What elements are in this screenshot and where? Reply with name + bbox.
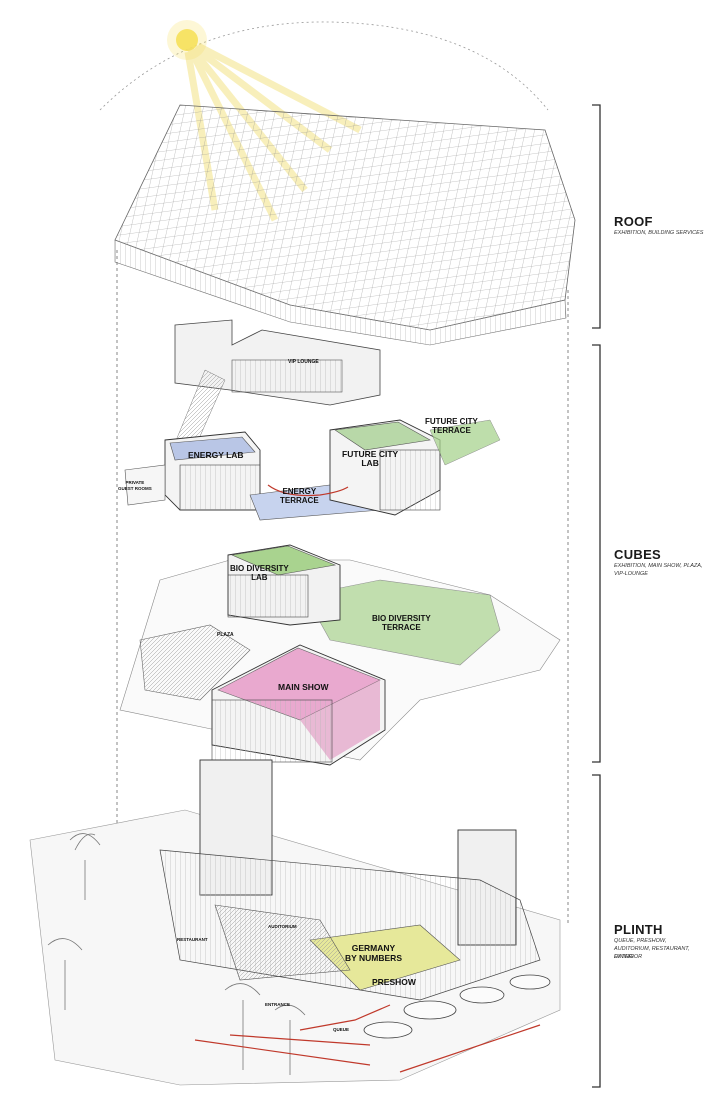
circulation-route — [194, 484, 541, 1073]
main-show-label: MAIN SHOW — [278, 682, 329, 692]
energy-lab-label: ENERGY LAB — [188, 450, 244, 460]
sun-path-arc — [99, 21, 549, 111]
plinth-description-1: QUEUE, PRESHOW, — [614, 938, 667, 944]
restaurant-label: RESTAURANT — [177, 937, 208, 942]
palm-trees — [47, 833, 306, 1075]
roof-title: ROOF — [614, 214, 653, 229]
plinth-title: PLINTH — [614, 922, 663, 937]
sun-icon — [176, 29, 198, 51]
projection-lines — [116, 250, 569, 925]
auditorium-label: AUDITORIUM — [268, 924, 297, 929]
cubes-description-2: VIP-LOUNGE — [614, 571, 648, 577]
plinth-level — [29, 759, 561, 1086]
roof-bracket — [592, 104, 601, 329]
preshow-label: PRESHOW — [372, 977, 416, 987]
plinth-bracket — [592, 774, 601, 1088]
plaza-label: PLAZA — [217, 632, 234, 638]
bio-diversity-level — [119, 544, 561, 766]
plinth-description-3: DINING — [614, 954, 634, 960]
roof-description: EXHIBITION, BUILDING SERVICES — [614, 230, 704, 236]
cubes-bracket — [592, 344, 601, 763]
cubes-title: CUBES — [614, 547, 662, 562]
queue-label: QUEUE — [333, 1027, 350, 1032]
plinth-description-2: AUDITORIUM, RESTAURANT, EXTERIOR — [614, 946, 690, 960]
roof-grid — [114, 104, 576, 346]
vip-lounge-label: VIP LOUNGE — [288, 359, 319, 365]
cubes-description-1: EXHIBITION, MAIN SHOW, PLAZA, — [614, 563, 703, 569]
cone-canopies — [363, 974, 551, 1039]
energy-lab-block — [124, 419, 501, 521]
entrance-label: ENTRANCE — [265, 1002, 291, 1007]
